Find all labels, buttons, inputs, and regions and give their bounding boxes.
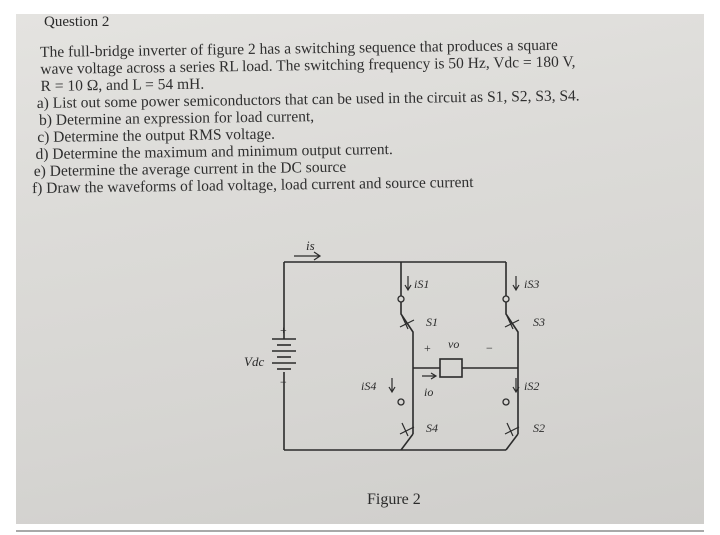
- vdc-label: Vdc: [244, 354, 264, 369]
- s2-switch-symbol: [504, 422, 520, 437]
- source-current-arrow: [294, 251, 322, 261]
- s3-terminal: [502, 295, 510, 303]
- s1-switch-symbol: [399, 315, 415, 330]
- io-arrow: [422, 372, 438, 380]
- document-photo: Question 2 The full-bridge inverter of f…: [16, 14, 704, 524]
- s1-terminal: [397, 295, 405, 303]
- s1-current-label: iS1: [414, 277, 429, 291]
- s3-label: S3: [533, 315, 545, 329]
- bottom-divider: [16, 530, 704, 532]
- s2-current-arrow: [512, 378, 520, 394]
- battery-minus: −: [280, 375, 287, 389]
- s2-label: S2: [533, 421, 545, 435]
- vo-plus: +: [424, 341, 431, 355]
- load-box: [439, 358, 463, 378]
- s4-label: S4: [426, 421, 438, 435]
- battery-plus: +: [280, 323, 287, 337]
- s2-terminal: [502, 398, 510, 406]
- s4-bottom-wire: [400, 433, 414, 451]
- s1-label: S1: [426, 315, 438, 329]
- s4-switch-symbol: [399, 422, 415, 437]
- s2-current-label: iS2: [524, 379, 539, 393]
- s3-switch-symbol: [504, 315, 520, 330]
- battery-symbol: [272, 338, 296, 370]
- vo-minus: −: [486, 341, 493, 355]
- s3-current-label: iS3: [524, 277, 539, 291]
- s4-terminal: [397, 398, 405, 406]
- s1-current-arrow: [404, 276, 412, 292]
- full-bridge-inverter-diagram: is + − Vdc iS1 S1 iS4 S4: [244, 238, 545, 508]
- s2-bottom-wire: [505, 433, 519, 451]
- vo-label: vo: [448, 337, 459, 351]
- io-label: io: [424, 385, 433, 399]
- figure-caption: Figure 2: [367, 491, 421, 508]
- question-title: Question 2: [44, 14, 110, 30]
- source-current-label: is: [306, 238, 315, 253]
- s4-current-label: iS4: [361, 379, 376, 393]
- s4-current-arrow: [388, 378, 396, 394]
- s3-current-arrow: [512, 276, 520, 292]
